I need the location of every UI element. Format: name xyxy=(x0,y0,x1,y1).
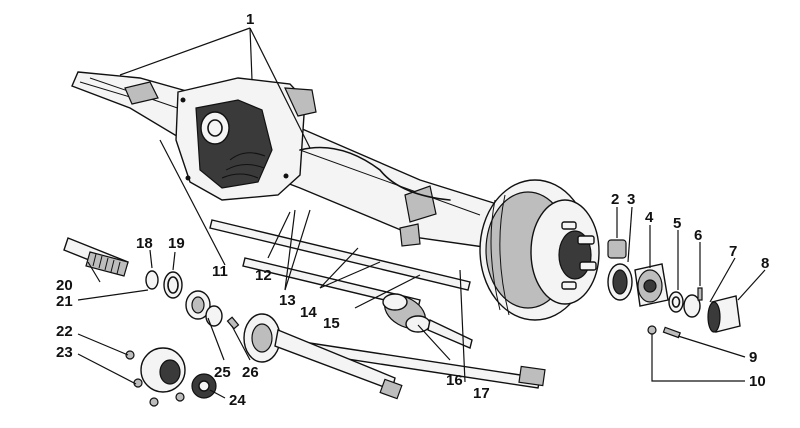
callout-16: 16 xyxy=(446,372,463,389)
callout-12: 12 xyxy=(255,267,272,284)
callout-14: 14 xyxy=(300,304,317,321)
callout-23: 23 xyxy=(56,344,73,361)
lock-pin xyxy=(226,316,240,330)
hub-cap xyxy=(707,295,741,333)
bracket-lower xyxy=(399,223,421,247)
callout-22: 22 xyxy=(56,323,73,340)
callout-11: 11 xyxy=(212,263,228,280)
differential-housing xyxy=(175,77,317,201)
snap-ring xyxy=(163,271,183,299)
callout-labels: 1 2 3 4 5 6 7 8 9 10 11 12 13 14 15 16 1… xyxy=(56,11,769,409)
callout-20: 20 xyxy=(56,277,73,294)
inner-axle-shaft xyxy=(243,313,403,400)
cotter-pin xyxy=(697,287,703,301)
callout-1: 1 xyxy=(246,11,254,28)
callout-17: 17 xyxy=(473,385,490,402)
lock-nut xyxy=(647,325,657,335)
callout-15: 15 xyxy=(323,315,340,332)
lock-washer xyxy=(683,294,701,318)
callout-9: 9 xyxy=(749,349,757,366)
callout-4: 4 xyxy=(645,209,654,226)
differential-case xyxy=(125,347,186,407)
callout-24: 24 xyxy=(229,392,246,409)
callout-21: 21 xyxy=(56,293,73,310)
axle-shaft-upper xyxy=(209,219,471,291)
spring-seat-left xyxy=(124,81,159,105)
callout-10: 10 xyxy=(749,373,766,390)
brake-drum-assembly xyxy=(479,179,600,321)
differential-pinion-gear xyxy=(191,373,217,399)
thrust-washer-small xyxy=(205,305,223,327)
hub-nut xyxy=(607,239,627,259)
callout-6: 6 xyxy=(694,227,702,244)
drive-flange-shaft xyxy=(63,237,129,277)
callout-13: 13 xyxy=(279,292,296,309)
callout-3: 3 xyxy=(627,191,635,208)
callout-26: 26 xyxy=(242,364,259,381)
thrust-washer xyxy=(145,270,159,290)
hub-seal xyxy=(607,263,633,301)
leader-lines xyxy=(77,27,766,399)
gasket-ring xyxy=(668,291,684,313)
callout-25: 25 xyxy=(214,364,231,381)
callout-7: 7 xyxy=(729,243,737,260)
universal-joint xyxy=(382,293,473,349)
callout-2: 2 xyxy=(611,191,619,208)
callout-5: 5 xyxy=(673,215,681,232)
brake-line xyxy=(299,146,451,201)
callout-8: 8 xyxy=(761,255,769,272)
bolt xyxy=(662,326,681,339)
callout-18: 18 xyxy=(136,235,153,252)
drive-flange-hub xyxy=(634,263,669,307)
callout-19: 19 xyxy=(168,235,185,252)
spring-seat-right xyxy=(404,185,437,223)
